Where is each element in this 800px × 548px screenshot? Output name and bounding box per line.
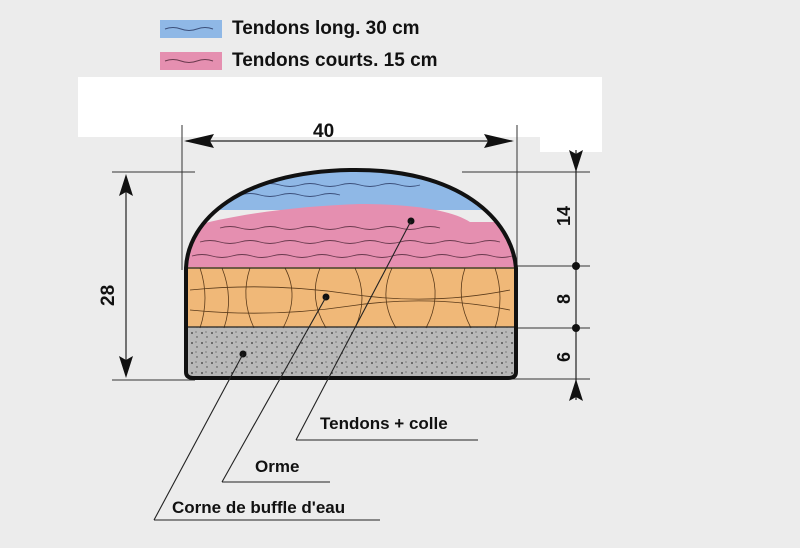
width-dimension: 40	[181, 121, 518, 270]
paper-strip-right	[540, 92, 602, 152]
height-dimension-label: 28	[98, 285, 119, 306]
legend-swatch-short-tendons	[160, 52, 222, 70]
legend-swatch-long-tendons	[160, 20, 222, 38]
callout-horn-label: Corne de buffle d'eau	[172, 498, 345, 517]
cross-section-outline	[184, 167, 518, 380]
width-dimension-label: 40	[313, 121, 334, 142]
layer-dimensions: 14 8 6	[462, 150, 590, 401]
callout-elm: Orme	[221, 293, 330, 483]
legend-label-long-tendons: Tendons long. 30 cm	[232, 18, 420, 39]
callout-elm-label: Orme	[255, 457, 299, 476]
layer-short-tendons	[186, 204, 516, 268]
layer-top-dimension-label: 14	[554, 206, 574, 226]
legend-label-short-tendons: Tendons courts. 15 cm	[232, 50, 438, 71]
legend: Tendons long. 30 cm Tendons courts. 15 c…	[160, 18, 438, 71]
callout-tendons-label: Tendons + colle	[320, 414, 448, 433]
height-dimension: 28	[98, 171, 195, 381]
callout-tendons: Tendons + colle	[295, 217, 478, 441]
layer-middle-dimension-label: 8	[554, 294, 574, 304]
paper-strip	[78, 77, 602, 137]
layer-bottom-dimension-label: 6	[554, 352, 574, 362]
cross-section	[186, 169, 516, 378]
callout-horn: Corne de buffle d'eau	[153, 350, 380, 521]
layer-elm	[186, 267, 516, 328]
